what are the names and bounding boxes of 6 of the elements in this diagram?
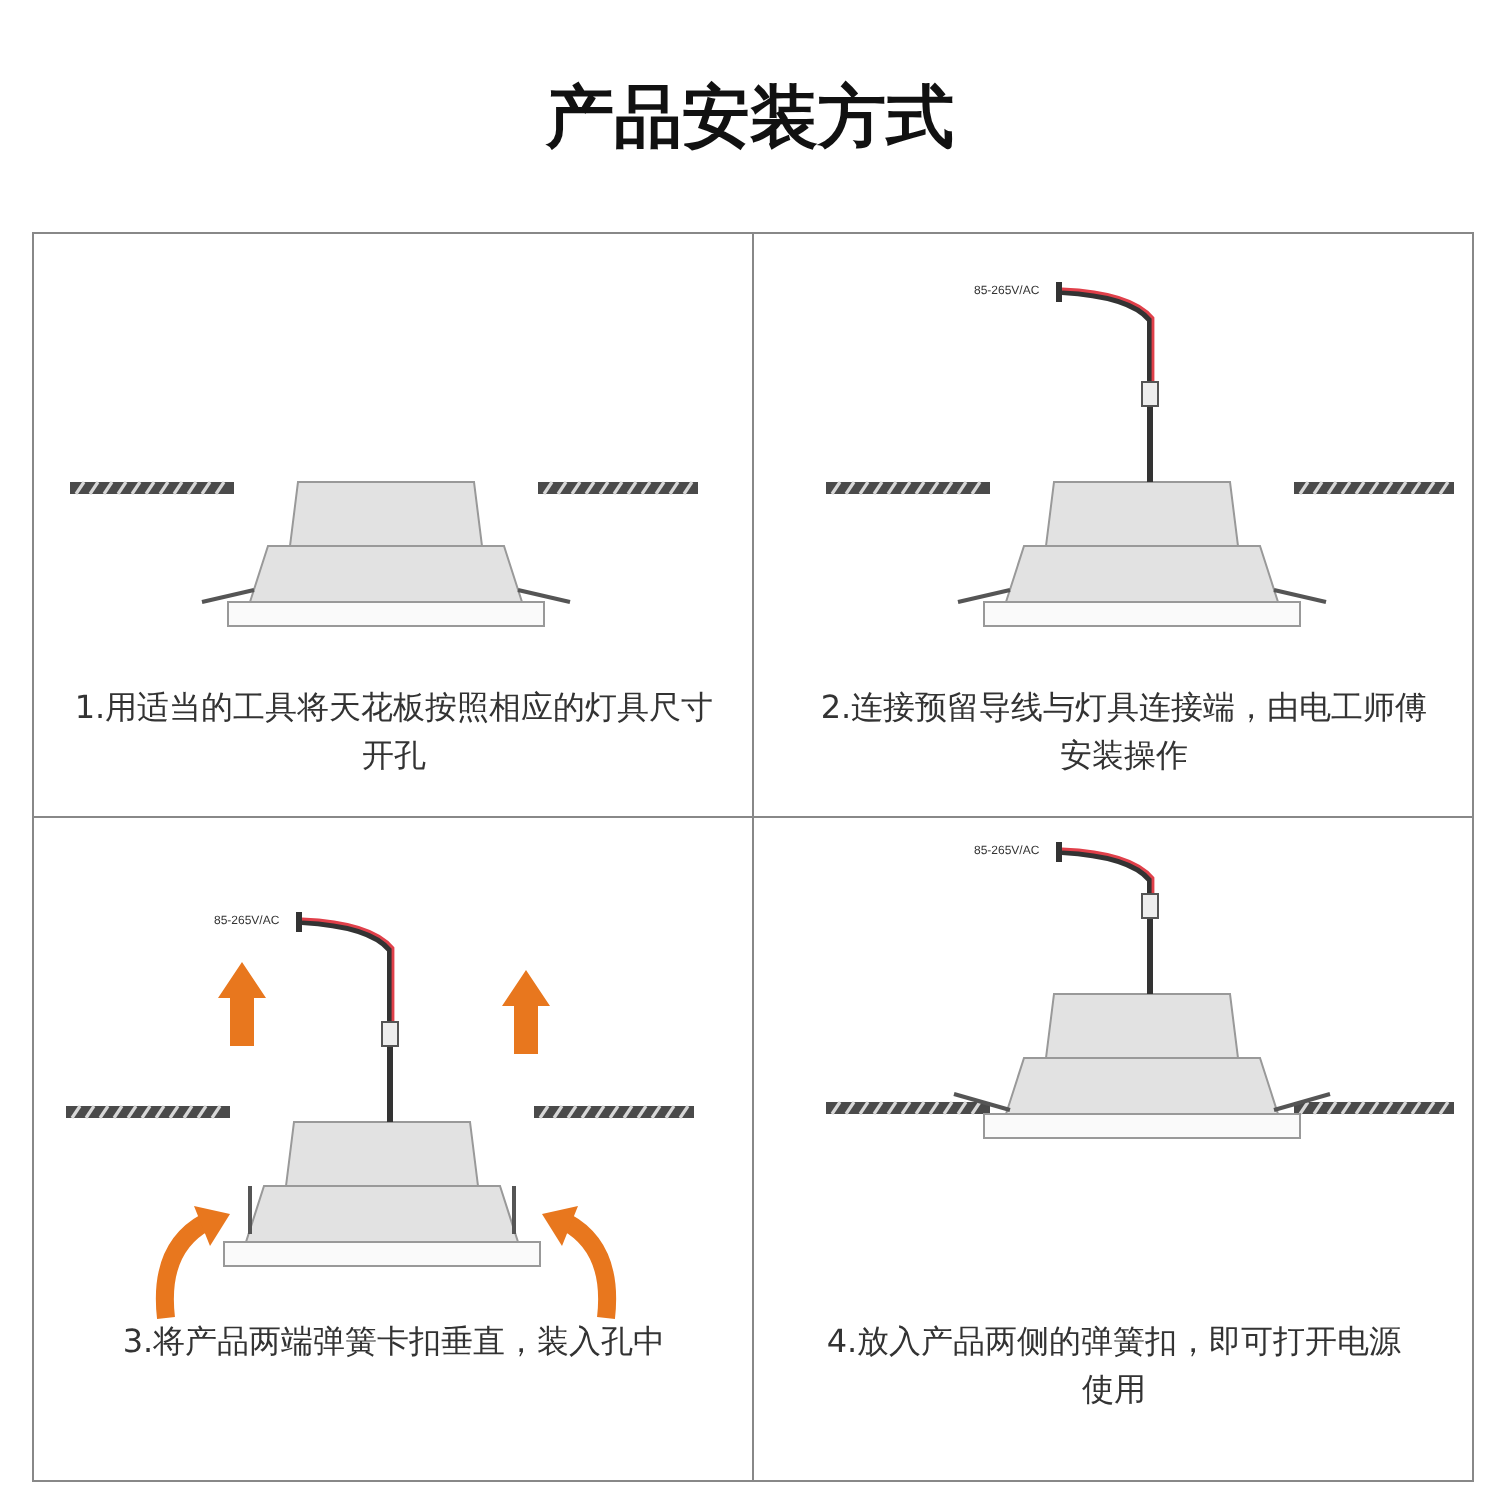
step-caption: 2.连接预留导线与灯具连接端，由电工师傅安装操作: [818, 686, 1430, 778]
step-caption: 4.放入产品两侧的弹簧扣，即可打开电源使用: [824, 1320, 1404, 1412]
step-panel: [34, 234, 754, 818]
step-caption: 3.将产品两端弹簧卡扣垂直，装入孔中: [120, 1320, 668, 1364]
page-title: 产品安装方式: [543, 76, 956, 162]
step-caption: 1.用适当的工具将天花板按照相应的灯具尺寸开孔: [74, 686, 714, 778]
